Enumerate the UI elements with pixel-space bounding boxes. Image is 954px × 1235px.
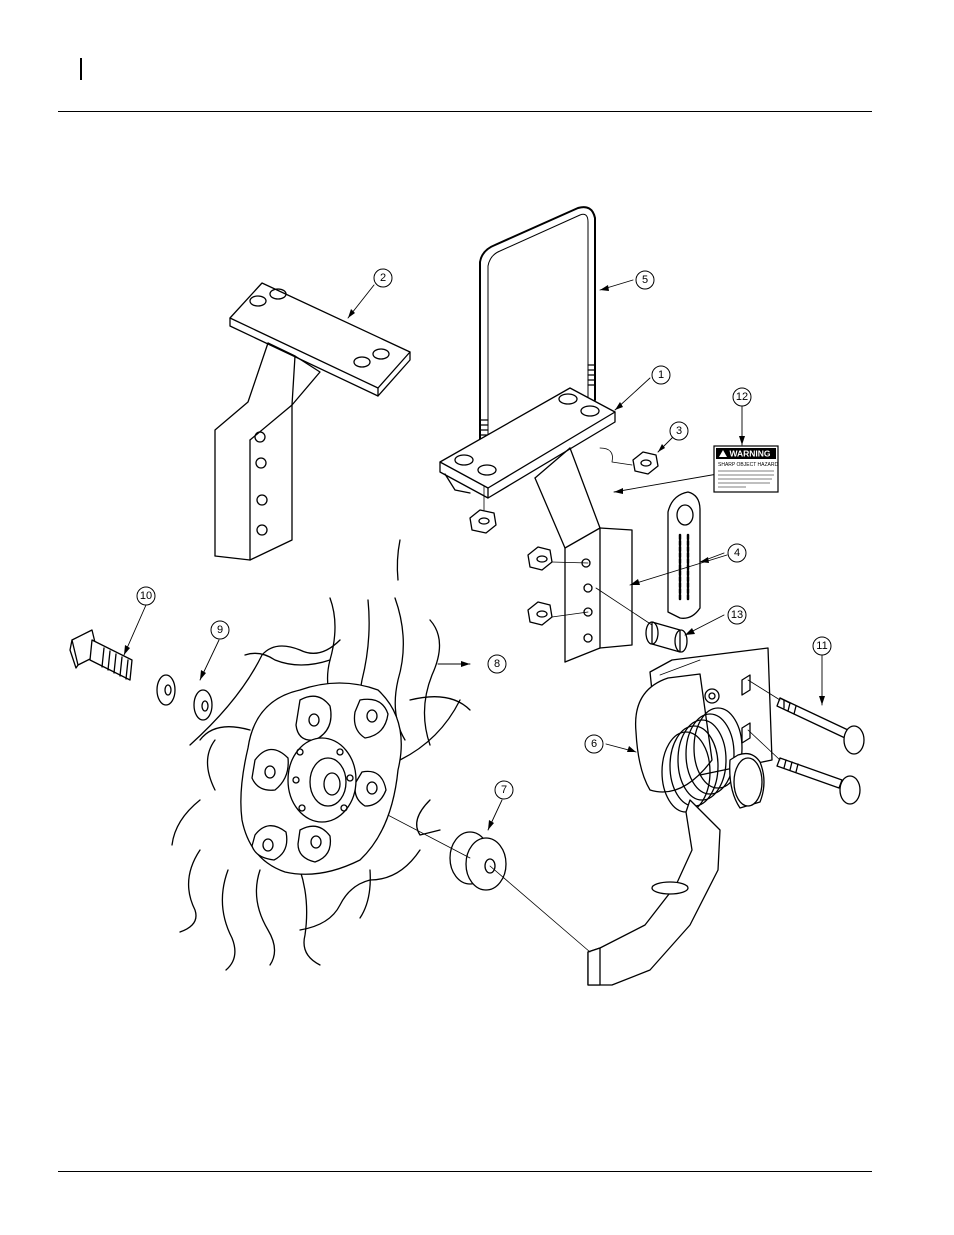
callout-4: 4 <box>728 544 746 562</box>
svg-text:10: 10 <box>140 590 152 602</box>
callout-8: 8 <box>488 655 506 673</box>
warning-subheading: SHARP OBJECT HAZARD <box>718 462 778 468</box>
decal-part-4 <box>668 492 700 618</box>
callout-13: 13 <box>728 606 746 624</box>
warning-decal-part-12: WARNING SHARP OBJECT HAZARD <box>714 446 778 492</box>
svg-text:7: 7 <box>501 784 507 796</box>
svg-text:12: 12 <box>736 391 748 403</box>
callout-9: 9 <box>211 621 229 639</box>
callout-6: 6 <box>585 735 603 753</box>
svg-text:8: 8 <box>494 658 500 670</box>
svg-text:4: 4 <box>734 547 740 559</box>
svg-text:9: 9 <box>217 624 223 636</box>
svg-text:2: 2 <box>380 272 386 284</box>
tine-wheel-part-8 <box>172 540 470 970</box>
svg-text:13: 13 <box>731 609 743 621</box>
callout-11: 11 <box>813 637 831 655</box>
svg-text:3: 3 <box>676 425 682 437</box>
callout-1: 1 <box>652 366 670 384</box>
svg-text:6: 6 <box>591 738 597 750</box>
svg-text:11: 11 <box>816 640 827 652</box>
warning-heading: WARNING <box>729 449 770 459</box>
spring-arm-assembly-part-6 <box>588 648 772 985</box>
callout-7: 7 <box>495 781 513 799</box>
svg-text:5: 5 <box>642 274 648 286</box>
svg-text:1: 1 <box>658 369 664 381</box>
mount-bracket-part-2 <box>215 283 410 560</box>
nut-part-3 <box>600 448 658 474</box>
nuts-side <box>528 547 588 625</box>
callout-2: 2 <box>374 269 392 287</box>
nut-lower <box>470 510 496 533</box>
washer-part-9 <box>157 675 212 720</box>
callout-5: 5 <box>636 271 654 289</box>
callout-3: 3 <box>670 422 688 440</box>
callout-12: 12 <box>733 388 751 406</box>
hex-bolt-part-10 <box>70 630 132 680</box>
callout-10: 10 <box>137 587 155 605</box>
